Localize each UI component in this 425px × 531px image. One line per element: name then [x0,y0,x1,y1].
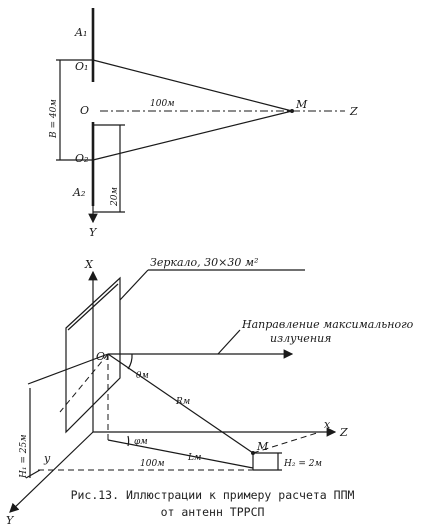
label-phi: φм [134,437,148,447]
line-o1-m [92,59,293,112]
x-small-axis [252,431,321,454]
label-l: Lм [187,453,201,463]
line-l [107,439,254,469]
label-z-top: Z [349,105,358,118]
label-x-small: x [324,418,331,431]
y-axis-bottom [9,431,94,513]
arc-phi [127,435,130,447]
leader-direction [217,329,241,355]
mirror [65,276,121,434]
mirror-edge [67,283,119,331]
label-b: B = 40м [49,99,59,139]
label-d20: 20м [110,187,120,207]
label-h2: H₂ = 2м [283,459,322,469]
point-m [290,109,294,113]
label-z-bottom: Z [339,426,348,439]
label-theta: θм [136,371,149,381]
bottom-diagram: X O₁ θм Rм φм Lм M x Z Y y H₁ = 25м H₂ =… [6,256,414,527]
line-r [107,353,254,454]
label-a2: A₂ [72,186,85,199]
label-dist-top: 100м [150,99,175,109]
label-dist-bottom: 100м [140,459,165,469]
leader-mirror [119,269,149,301]
label-x-axis: X [84,258,94,271]
label-y-small: y [43,452,51,465]
h1-tick-bottom [25,469,41,479]
label-o: O [80,104,89,117]
arc-theta [127,353,133,370]
label-o1: O₁ [75,60,88,73]
dash-o1-y [59,353,109,413]
h1-tick-top [27,353,109,385]
label-m: M [295,98,308,111]
label-y-bottom: Y [6,514,15,527]
label-r: Rм [175,397,190,407]
caption-line-1: Рис.13. Иллюстрации к примеру расчета ПП… [70,488,355,502]
label-o2: O₂ [75,152,88,165]
label-a1: A₁ [74,26,87,39]
label-direction-1: Направление максимального [241,318,414,331]
label-mirror: Зеркало, 30×30 м² [150,256,258,269]
label-direction-2: излучения [270,332,331,345]
label-o1-bottom: O₁ [96,350,109,363]
caption-line-2: от антенн ТРРСП [160,505,265,519]
label-y-top: Y [89,226,98,239]
top-diagram: A₁ O₁ O O₂ A₂ M Z Y 100м B = 40м 20м [49,8,358,239]
label-h1: H₁ = 25м [19,434,29,479]
line-o2-m [92,110,293,161]
label-m-bottom: M [256,440,269,453]
